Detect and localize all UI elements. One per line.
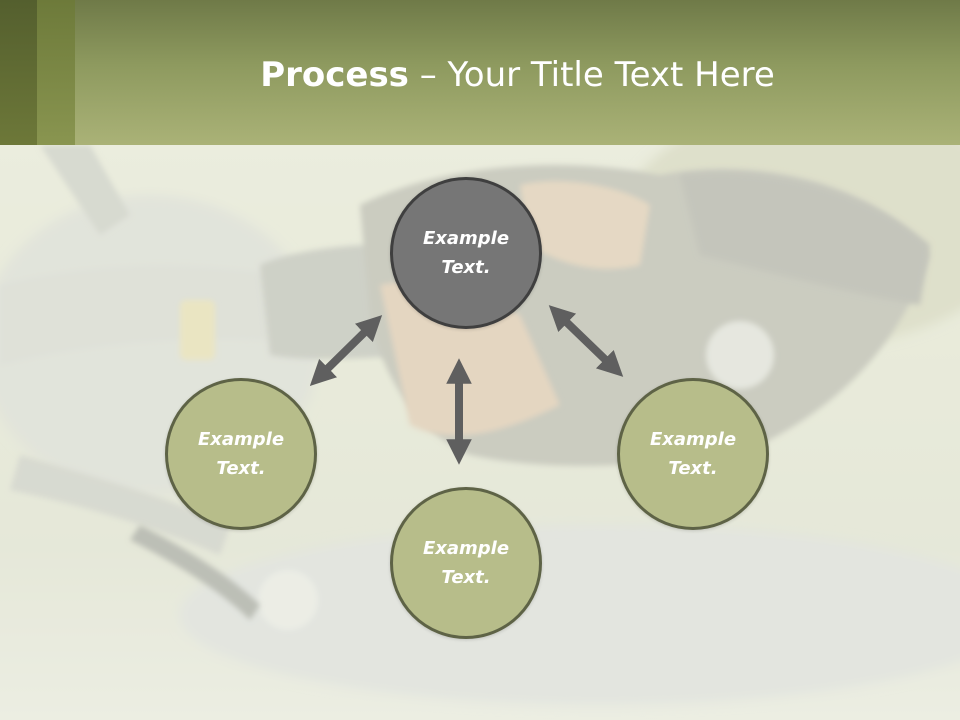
title-bar: Process – Your Title Text Here	[0, 0, 960, 145]
process-node-right[interactable]: Example Text.	[617, 378, 769, 530]
slide-title-bold: Process	[260, 55, 409, 95]
arrow-center-left	[309, 315, 383, 386]
slide-title-rest: – Your Title Text Here	[408, 55, 775, 95]
process-node-bottom[interactable]: Example Text.	[390, 487, 542, 639]
process-node-right-text: Example Text.	[649, 429, 737, 479]
process-node-center-text: Example Text.	[422, 228, 510, 278]
title-bar-accent-mid	[37, 0, 75, 145]
title-bar-accent-dark	[0, 0, 37, 145]
arrow-center-right	[548, 305, 624, 377]
process-node-center[interactable]: Example Text.	[390, 177, 542, 329]
slide-title[interactable]: Process – Your Title Text Here	[75, 52, 960, 98]
process-node-bottom-text: Example Text.	[422, 538, 510, 588]
process-node-left[interactable]: Example Text.	[165, 378, 317, 530]
process-node-left-text: Example Text.	[197, 429, 285, 479]
